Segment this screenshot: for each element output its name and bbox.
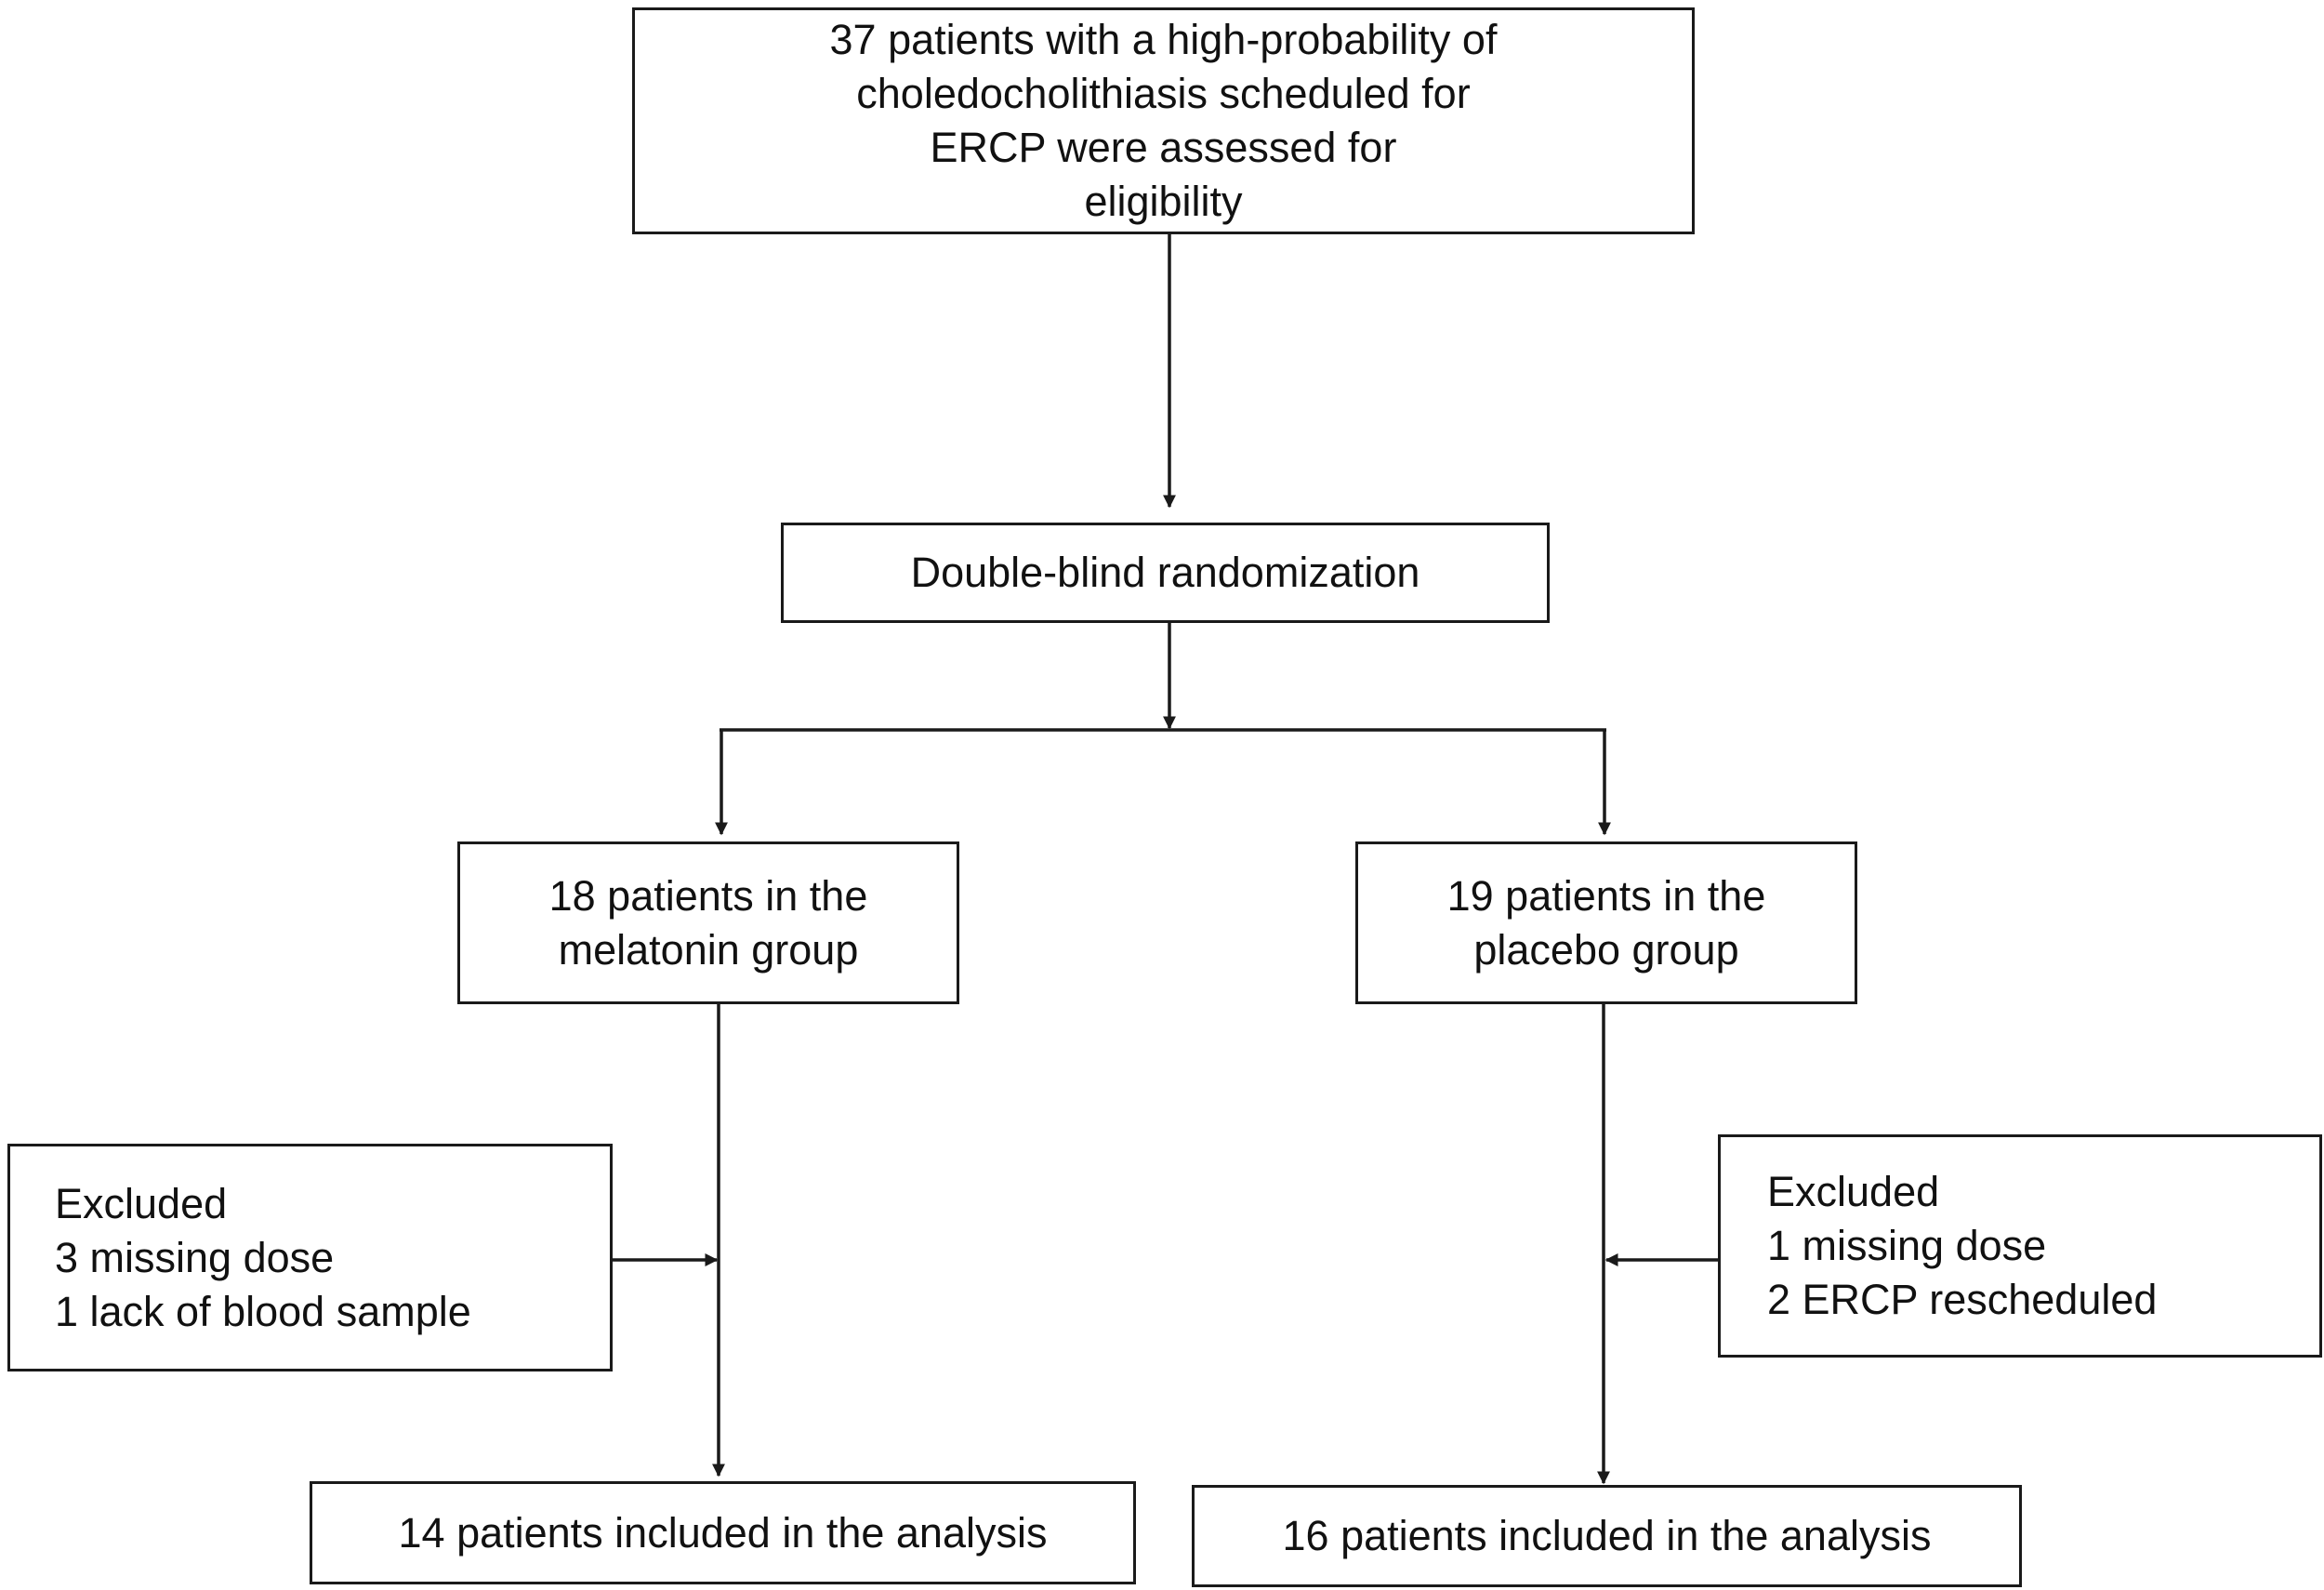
melatonin-excluded-reason-1: 3 missing dose <box>55 1233 335 1281</box>
randomization-label: Double-blind randomization <box>910 549 1420 596</box>
screening-text-line-2: choledocholithiasis scheduled for <box>856 70 1471 117</box>
placebo-group-line-2: placebo group <box>1473 925 1739 974</box>
screening-text-line-1: 37 patients with a high-probability of <box>829 16 1498 63</box>
placebo-excluded-reason-1: 1 missing dose <box>1767 1222 2047 1269</box>
melatonin-excluded-reason-2: 1 lack of blood sample <box>55 1287 471 1335</box>
screening-text-line-4: eligibility <box>1084 178 1243 225</box>
screening-text-line-3: ERCP were assessed for <box>930 124 1397 171</box>
melatonin-excluded-heading: Excluded <box>55 1179 228 1227</box>
melatonin-group-line-1: 18 patients in the <box>548 871 868 920</box>
screening-box: 37 patients with a high-probability of c… <box>632 7 1695 234</box>
melatonin-group-line-2: melatonin group <box>558 925 859 974</box>
melatonin-analysis-box: 14 patients included in the analysis <box>310 1481 1136 1584</box>
placebo-analysis-label: 16 patients included in the analysis <box>1282 1512 1932 1559</box>
placebo-group-box: 19 patients in the placebo group <box>1355 841 1857 1004</box>
placebo-excluded-reason-2: 2 ERCP rescheduled <box>1767 1276 2158 1323</box>
melatonin-analysis-label: 14 patients included in the analysis <box>398 1508 1048 1557</box>
placebo-group-line-1: 19 patients in the <box>1446 871 1766 920</box>
melatonin-group-box: 18 patients in the melatonin group <box>457 841 959 1004</box>
placebo-excluded-heading: Excluded <box>1767 1168 1940 1215</box>
placebo-analysis-box: 16 patients included in the analysis <box>1192 1485 2022 1587</box>
randomization-box: Double-blind randomization <box>781 523 1550 623</box>
placebo-excluded-box: Excluded 1 missing dose 2 ERCP reschedul… <box>1718 1134 2322 1358</box>
melatonin-excluded-box: Excluded 3 missing dose 1 lack of blood … <box>7 1144 613 1371</box>
